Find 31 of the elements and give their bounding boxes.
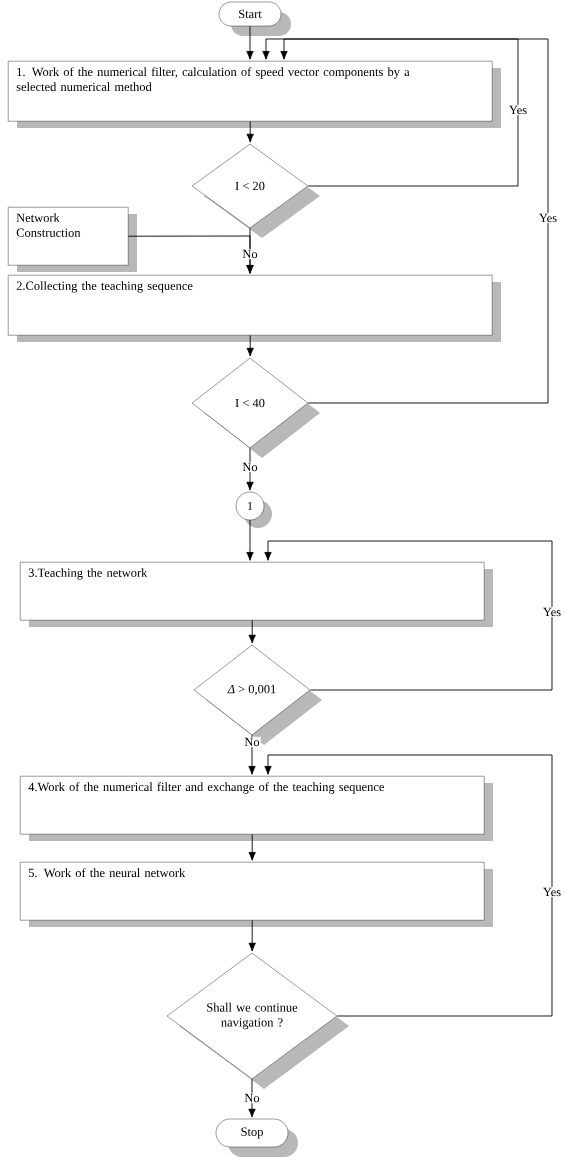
arrow — [246, 334, 254, 357]
arrow — [264, 754, 553, 1017]
arrow — [246, 120, 254, 143]
arrow — [248, 1078, 256, 1118]
arrow — [246, 519, 254, 561]
process-box: 5. Work of the neural network — [20, 862, 493, 927]
arrow — [248, 919, 256, 952]
terminal-pill: Stop — [215, 1118, 298, 1157]
process-box: Network Construction — [8, 207, 137, 272]
edge-label: No — [243, 736, 261, 748]
arrow — [248, 619, 256, 644]
edge-label: No — [243, 1092, 261, 1104]
edge-label: Yes — [507, 104, 529, 116]
terminal-pill: Start — [218, 1, 291, 36]
arrow — [264, 540, 553, 691]
edge-label: No — [241, 461, 259, 473]
arrow — [246, 447, 254, 491]
arrow — [280, 38, 549, 404]
arrow — [246, 227, 254, 274]
arrow — [248, 833, 256, 861]
arrow — [248, 734, 256, 775]
arrow — [246, 25, 254, 60]
edge-label: Yes — [541, 606, 563, 618]
process-box: 3.Teaching the network — [20, 562, 493, 627]
process-box: 2.Collecting the teaching sequence — [8, 275, 501, 342]
process-box: 4.Work of the numerical filter and exchange of the teaching sequence — [20, 776, 493, 841]
edge-label: Yes — [537, 212, 559, 224]
process-box: 1. Work of the numerical filter, calculation of speed vector components by a selected numerical method — [8, 61, 501, 128]
edge-label: Yes — [541, 886, 563, 898]
edge-label: No — [241, 248, 259, 260]
arrow — [262, 38, 519, 187]
